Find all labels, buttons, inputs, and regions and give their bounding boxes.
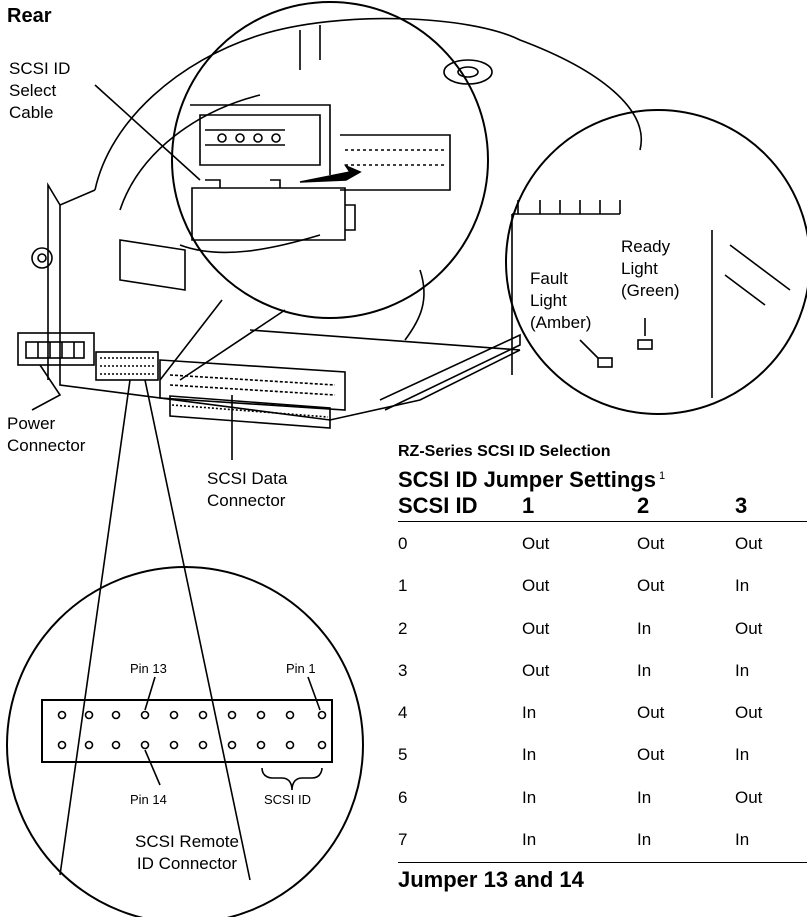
pin14-label: Pin 14 <box>130 792 167 807</box>
label-line: (Amber) <box>530 312 591 334</box>
table-cell: 6 <box>398 788 407 808</box>
table-footer: Jumper 13 and 14 <box>398 862 807 893</box>
table-cell: In <box>735 576 749 596</box>
disk-drive-body <box>32 19 641 420</box>
table-cell: Out <box>522 661 549 681</box>
scsi-id-bracket-label: SCSI ID <box>264 792 311 807</box>
table-cell: 3 <box>398 661 407 681</box>
ready-led <box>638 340 652 349</box>
table-cell: 5 <box>398 745 407 765</box>
table-cell: In <box>735 745 749 765</box>
table-cell: In <box>522 788 536 808</box>
table-cell: Out <box>522 619 549 639</box>
table-cell: In <box>522 745 536 765</box>
table-cell: In <box>735 830 749 850</box>
table-row: 2 Out In Out <box>398 607 807 649</box>
label-line: (Green) <box>621 280 680 302</box>
table-caption: RZ-Series SCSI ID Selection <box>398 442 807 462</box>
table-cell: In <box>637 661 651 681</box>
power-connector-label: Power Connector <box>7 413 85 457</box>
table-header-row: SCSI ID 1 2 3 <box>398 493 807 521</box>
table-row: 7 In In In <box>398 818 807 860</box>
table-cell: In <box>637 788 651 808</box>
table-cell: Out <box>637 745 664 765</box>
table-row: 0 Out Out Out <box>398 522 807 564</box>
scsi-data-connector-label: SCSI Data Connector <box>207 468 287 512</box>
scsi-id-select-cable-label: SCSI ID Select Cable <box>9 58 70 124</box>
power-connector <box>18 333 94 365</box>
table-cell: In <box>637 830 651 850</box>
table-cell: Out <box>637 534 664 554</box>
table-title-text: SCSI ID Jumper Settings <box>398 467 656 492</box>
table-cell: Out <box>637 703 664 723</box>
label-line: Power <box>7 413 85 435</box>
table-cell: Out <box>735 534 762 554</box>
table-cell: In <box>522 830 536 850</box>
label-line: SCSI ID <box>9 58 70 80</box>
table-row: 5 In Out In <box>398 733 807 775</box>
table-cell: Out <box>522 534 549 554</box>
label-line: Light <box>530 290 591 312</box>
column-header: 3 <box>735 493 747 519</box>
label-line: SCSI Remote <box>112 831 262 853</box>
column-header: 1 <box>522 493 534 519</box>
column-header: SCSI ID <box>398 493 477 519</box>
remote-id-header <box>96 352 158 380</box>
table-cell: Out <box>735 703 762 723</box>
table-cell: In <box>522 703 536 723</box>
table-cell: 4 <box>398 703 407 723</box>
label-line: ID Connector <box>112 853 262 875</box>
pin1-label: Pin 1 <box>286 661 316 676</box>
label-line: Light <box>621 258 680 280</box>
table-cell: 0 <box>398 534 407 554</box>
label-line: SCSI Data <box>207 468 287 490</box>
fault-light-label: Fault Light (Amber) <box>530 268 591 334</box>
scsi-id-table: RZ-Series SCSI ID Selection SCSI ID Jump… <box>398 442 807 893</box>
label-line: Ready <box>621 236 680 258</box>
label-line: Cable <box>9 102 70 124</box>
label-line: Select <box>9 80 70 102</box>
label-line: Connector <box>7 435 85 457</box>
cable-detail-circle <box>172 2 488 318</box>
table-cell: 2 <box>398 619 407 639</box>
label-line: Connector <box>207 490 287 512</box>
table-cell: Out <box>735 788 762 808</box>
table-row: 1 Out Out In <box>398 564 807 606</box>
table-cell: Out <box>637 576 664 596</box>
table-row: 3 Out In In <box>398 649 807 691</box>
pin13-label: Pin 13 <box>130 661 167 676</box>
column-header: 2 <box>637 493 649 519</box>
table-row: 6 In In Out <box>398 776 807 818</box>
rear-heading: Rear <box>7 6 51 26</box>
table-cell: 1 <box>398 576 407 596</box>
table-cell: In <box>637 619 651 639</box>
table-cell: 7 <box>398 830 407 850</box>
ready-light-label: Ready Light (Green) <box>621 236 680 302</box>
table-row: 4 In Out Out <box>398 691 807 733</box>
remote-connector-label: SCSI Remote ID Connector <box>112 831 262 875</box>
footnote-mark: 1 <box>659 470 665 482</box>
table-cell: Out <box>522 576 549 596</box>
table-cell: Out <box>735 619 762 639</box>
label-line: Fault <box>530 268 591 290</box>
table-cell: In <box>735 661 749 681</box>
fault-led <box>598 358 612 367</box>
